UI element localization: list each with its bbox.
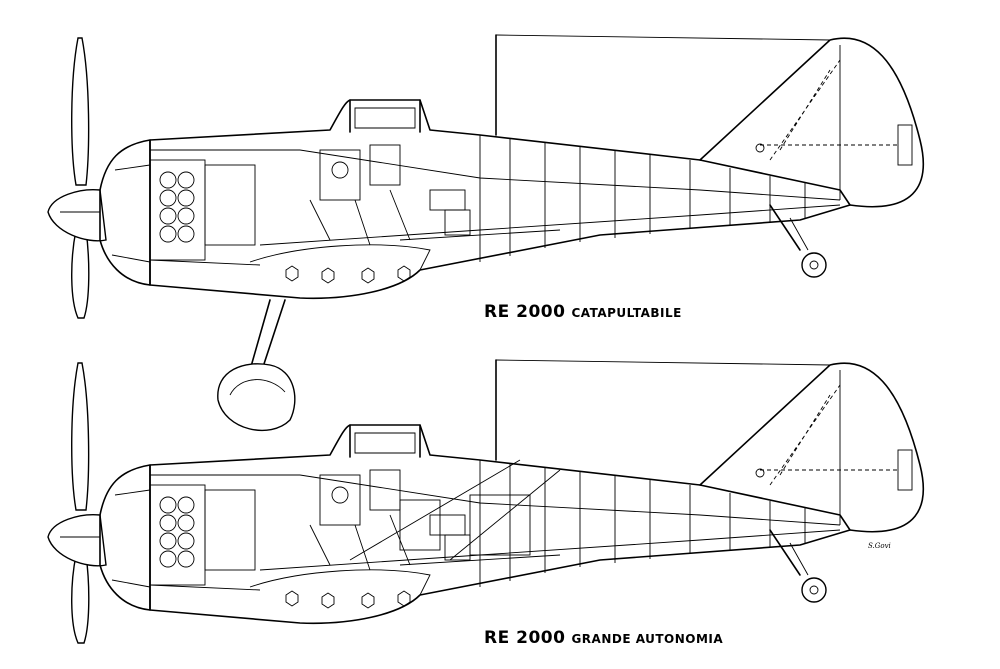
caption-variant: CATAPULTABILE <box>571 306 682 320</box>
caption-catapultabile: RE 2000 CATAPULTABILE <box>484 302 682 322</box>
aircraft-catapultabile <box>47 34 925 432</box>
caption-model: RE 2000 <box>484 302 566 322</box>
caption-grande-autonomia: RE 2000 GRANDE AUTONOMIA <box>484 628 723 648</box>
aircraft-grande-autonomia <box>47 359 925 644</box>
caption-model: RE 2000 <box>484 628 566 648</box>
caption-variant: GRANDE AUTONOMIA <box>571 632 724 646</box>
artist-signature: S.Govi <box>868 542 891 550</box>
